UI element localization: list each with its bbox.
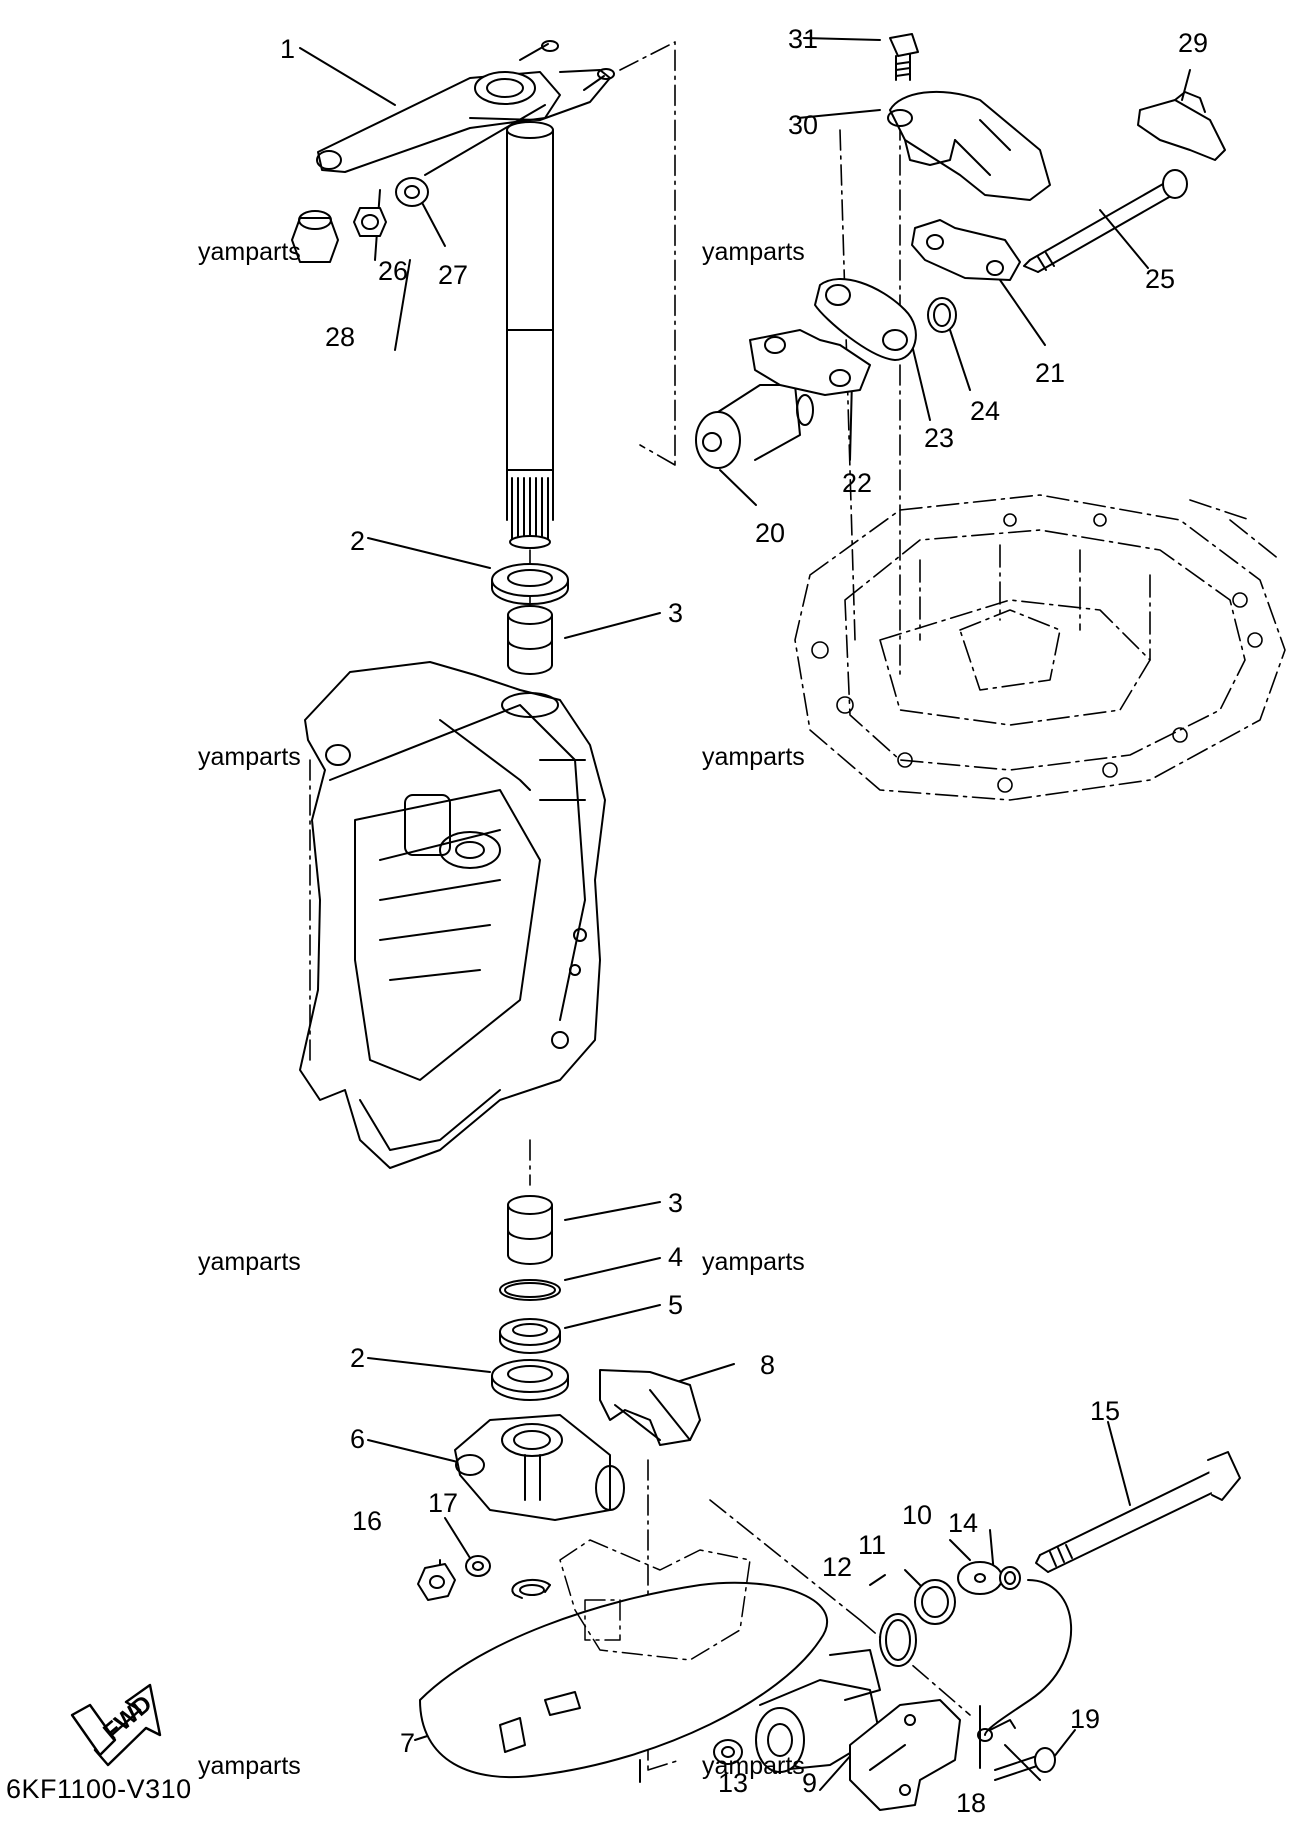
washer-12-drawing <box>879 1613 917 1667</box>
watermark-text: yamparts <box>198 1248 301 1276</box>
nut-26-drawing <box>353 207 387 237</box>
callout-16: 16 <box>352 1506 383 1536</box>
nut-16-drawing <box>417 1563 456 1601</box>
steering-shaft-drawing <box>506 121 554 549</box>
bracket-30-drawing <box>887 90 1051 201</box>
mount-rubber-20-drawing <box>695 384 814 469</box>
casting-bolt-holes <box>811 513 1263 793</box>
plate-21-drawing <box>911 219 1021 281</box>
bushing-3-bottom-drawing <box>507 1195 553 1265</box>
callout-3: 3 <box>668 1188 684 1218</box>
clip-29-drawing <box>1137 91 1226 161</box>
clip-7-drawing <box>511 1578 551 1599</box>
watermark-text: yamparts <box>702 1752 805 1780</box>
callout-24: 24 <box>970 396 1001 426</box>
plate-8-drawing <box>599 1369 701 1446</box>
callout-30: 30 <box>788 110 819 140</box>
washer-13-drawing <box>713 1739 743 1765</box>
callout-19: 19 <box>1070 1704 1101 1734</box>
bushing-3-top-drawing <box>507 605 553 675</box>
callout-3: 3 <box>668 598 684 628</box>
washer-5-drawing <box>499 1318 561 1354</box>
bolt-19-drawing <box>994 1747 1056 1781</box>
callout-31: 31 <box>788 24 819 54</box>
o-ring-4-drawing <box>499 1279 561 1301</box>
swivel-bracket-drawing <box>299 661 606 1169</box>
bolt-31-drawing <box>889 33 919 81</box>
washer-27-drawing <box>395 177 429 207</box>
watermark-text: yamparts <box>702 1248 805 1276</box>
washer-14-drawing <box>999 1566 1021 1590</box>
washer-10-drawing <box>957 1561 1003 1595</box>
callout-21: 21 <box>1035 358 1066 388</box>
watermark-text: yamparts <box>198 743 301 771</box>
callout-15: 15 <box>1090 1396 1121 1426</box>
callout-2: 2 <box>350 526 366 556</box>
callout-6: 6 <box>350 1424 366 1454</box>
callout-26: 26 <box>378 256 409 286</box>
steering-arm-drawing <box>316 40 615 173</box>
washer-11-drawing <box>914 1579 956 1625</box>
bottom-casting-drawing <box>794 494 1286 801</box>
washer-2-top-drawing <box>491 563 569 605</box>
callout-22: 22 <box>842 468 873 498</box>
callout-1: 1 <box>280 34 296 64</box>
bolt-15-drawing <box>1035 1451 1241 1573</box>
diagram-code: 6KF1100-V310 <box>6 1774 192 1804</box>
fwd-arrow-icon <box>70 1683 162 1767</box>
bolt-25-drawing <box>1023 169 1188 273</box>
watermark-text: yamparts <box>702 743 805 771</box>
lower-mount-base-drawing <box>419 1539 828 1779</box>
callout-11: 11 <box>858 1530 887 1560</box>
callout-17: 17 <box>428 1488 459 1518</box>
plate-22-drawing <box>749 329 871 396</box>
callout-2: 2 <box>350 1343 366 1373</box>
callout-23: 23 <box>924 423 955 453</box>
callout-12: 12 <box>822 1552 853 1582</box>
cap-nut-28-drawing <box>291 210 339 263</box>
lower-cover-18-drawing <box>849 1699 961 1811</box>
steering-yoke-6-drawing <box>454 1414 625 1521</box>
callout-28: 28 <box>325 322 356 352</box>
washer-2-bottom-drawing <box>491 1359 569 1401</box>
callout-8: 8 <box>760 1350 776 1380</box>
callout-20: 20 <box>755 518 786 548</box>
watermark-text: yamparts <box>198 1752 301 1780</box>
washer-17-drawing <box>465 1555 491 1577</box>
callout-7: 7 <box>400 1728 416 1758</box>
callout-5: 5 <box>668 1290 684 1320</box>
ground-wire-drawing <box>984 1579 1073 1736</box>
clip-small-drawing <box>977 1719 1016 1742</box>
callout-29: 29 <box>1178 28 1209 58</box>
callout-13: 13 <box>718 1768 749 1798</box>
callout-27: 27 <box>438 260 469 290</box>
callout-25: 25 <box>1145 264 1176 294</box>
watermark-text: yamparts <box>198 238 301 266</box>
watermark-text: yamparts <box>702 238 805 266</box>
callout-10: 10 <box>902 1500 933 1530</box>
plate-23-drawing <box>814 278 917 361</box>
callout-9: 9 <box>802 1768 818 1798</box>
collar-24-drawing <box>927 297 957 333</box>
callout-14: 14 <box>948 1508 979 1538</box>
callout-4: 4 <box>668 1242 684 1272</box>
callout-18: 18 <box>956 1788 987 1818</box>
